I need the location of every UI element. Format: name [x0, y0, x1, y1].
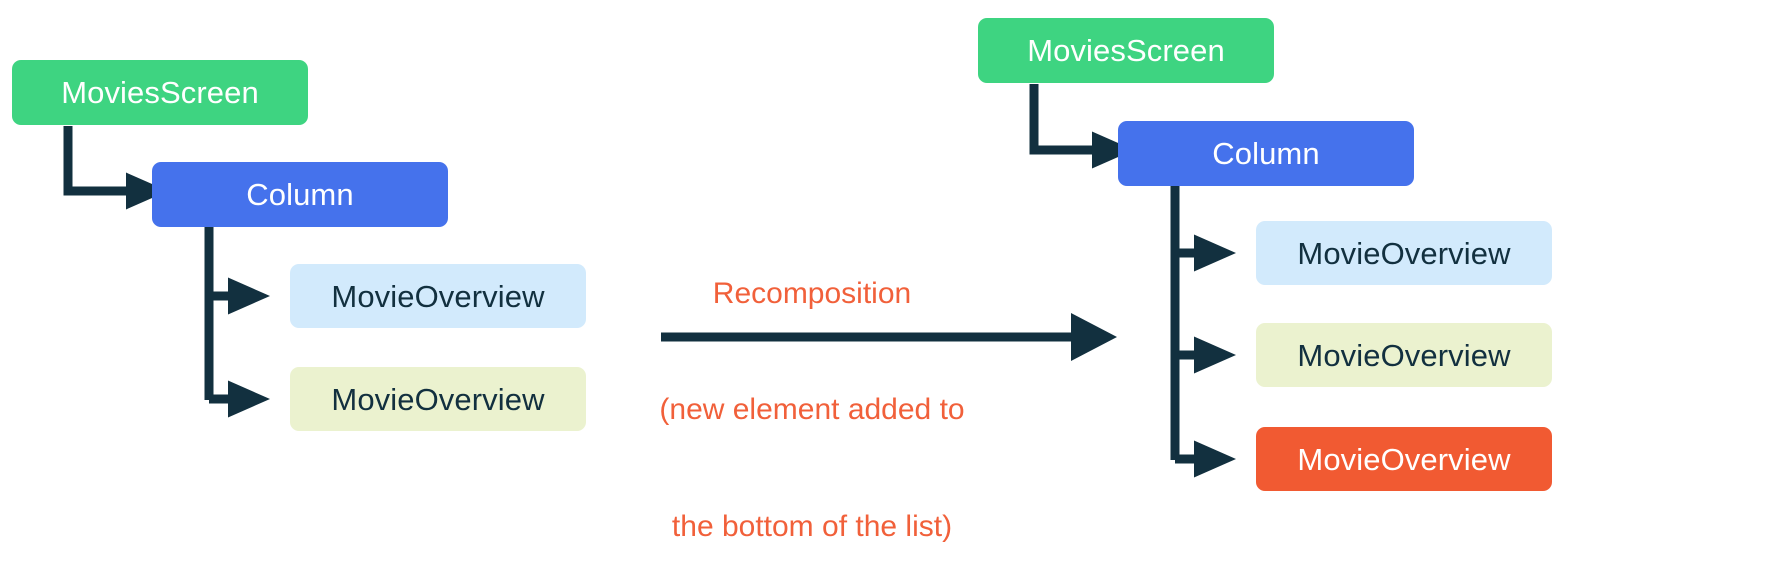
after-movie-overview-3-label: MovieOverview	[1297, 441, 1511, 477]
after-node-movie-overview-1[interactable]: MovieOverview	[1256, 221, 1552, 285]
before-column-label: Column	[246, 177, 354, 212]
after-node-movie-overview-3-new[interactable]: MovieOverview	[1256, 427, 1552, 491]
before-node-movies-screen[interactable]: MoviesScreen	[12, 60, 308, 125]
before-node-movie-overview-2[interactable]: MovieOverview	[290, 367, 586, 431]
before-movies-screen-label: MoviesScreen	[61, 75, 259, 110]
after-movie-overview-2-label: MovieOverview	[1297, 337, 1511, 373]
after-node-movies-screen[interactable]: MoviesScreen	[978, 18, 1274, 83]
before-movie-overview-1-label: MovieOverview	[331, 278, 545, 314]
connector-left-column-to-children	[204, 226, 270, 418]
caption-line-1: Recomposition	[712, 277, 912, 311]
before-node-column[interactable]: Column	[152, 162, 448, 227]
before-node-movie-overview-1[interactable]: MovieOverview	[290, 264, 586, 328]
after-node-column[interactable]: Column	[1118, 121, 1414, 186]
recomposition-caption: Recomposition (new element added to the …	[612, 198, 1012, 584]
after-movie-overview-1-label: MovieOverview	[1297, 235, 1511, 271]
before-movie-overview-2-label: MovieOverview	[331, 381, 545, 417]
after-column-label: Column	[1212, 136, 1320, 171]
caption-line-2: (new element added to	[659, 393, 965, 427]
after-node-movie-overview-2[interactable]: MovieOverview	[1256, 323, 1552, 387]
caption-line-3: the bottom of the list)	[671, 509, 953, 543]
connector-right-column-to-children	[1170, 186, 1236, 478]
after-movies-screen-label: MoviesScreen	[1027, 33, 1225, 68]
